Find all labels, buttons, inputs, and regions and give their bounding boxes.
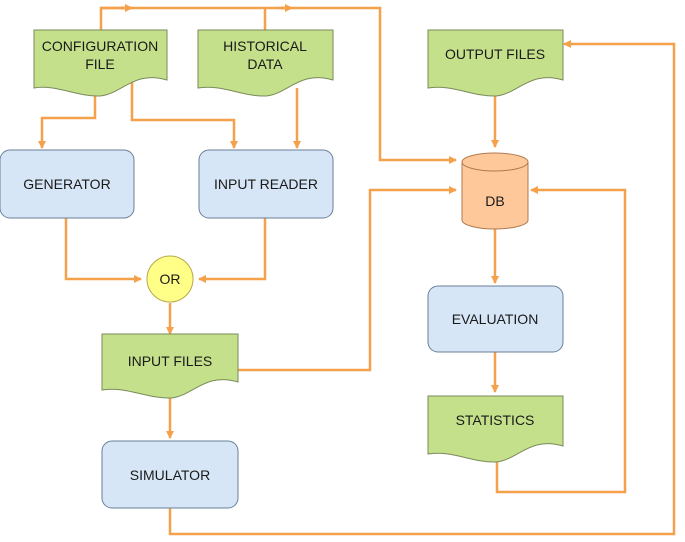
db-cylinder-body (461, 162, 529, 230)
generator-label: GENERATOR (23, 176, 110, 192)
document-shape (427, 29, 564, 97)
statistics-label: STATISTICS (456, 412, 535, 428)
generator-node: GENERATOR (0, 149, 135, 219)
process-box (427, 285, 564, 353)
arrow-config-to-input-reader (130, 82, 238, 149)
process-box (101, 440, 239, 509)
arrow-top-to-db (101, 6, 457, 164)
evaluation-label: EVALUATION (452, 311, 539, 327)
arrow-input-files-to-db (238, 186, 457, 372)
configuration-file-label-line1: CONFIGURATION (42, 38, 158, 54)
input-files-label: INPUT FILES (128, 353, 213, 369)
connectors (38, 4, 676, 536)
configuration-file-node: CONFIGURATION FILE (33, 29, 168, 97)
output-files-label: OUTPUT FILES (445, 46, 545, 62)
db-node: DB (461, 152, 529, 230)
evaluation-node: EVALUATION (427, 285, 564, 353)
simulator-node: SIMULATOR (101, 440, 239, 509)
document-shape (427, 395, 564, 463)
historical-data-node: HISTORICAL DATA (197, 29, 334, 97)
arrow-statistics-to-db (495, 186, 627, 494)
document-shape (33, 29, 168, 97)
process-box (198, 149, 334, 219)
db-label: DB (485, 193, 504, 209)
arrow-generator-to-or (64, 218, 142, 283)
or-gate-circle (146, 255, 194, 303)
document-shape (101, 333, 239, 399)
input-reader-label: INPUT READER (214, 176, 318, 192)
simulator-label: SIMULATOR (130, 467, 210, 483)
process-box (0, 149, 135, 219)
db-cylinder-top (461, 152, 529, 172)
line-config-top (99, 6, 132, 32)
arrow-config-to-generator (38, 88, 97, 149)
arrow-simulator-to-output-files (168, 40, 676, 536)
historical-data-label-line1: HISTORICAL (223, 38, 307, 54)
statistics-node: STATISTICS (427, 395, 564, 463)
configuration-file-label-line2: FILE (85, 56, 115, 72)
historical-data-label-line2: DATA (247, 56, 283, 72)
input-reader-node: INPUT READER (198, 149, 334, 219)
or-gate-label: OR (160, 271, 181, 287)
document-shape (197, 29, 334, 97)
arrow-reader-to-or (198, 218, 267, 283)
input-files-node: INPUT FILES (101, 333, 239, 399)
or-gate-node: OR (146, 255, 194, 303)
output-files-node: OUTPUT FILES (427, 29, 564, 97)
